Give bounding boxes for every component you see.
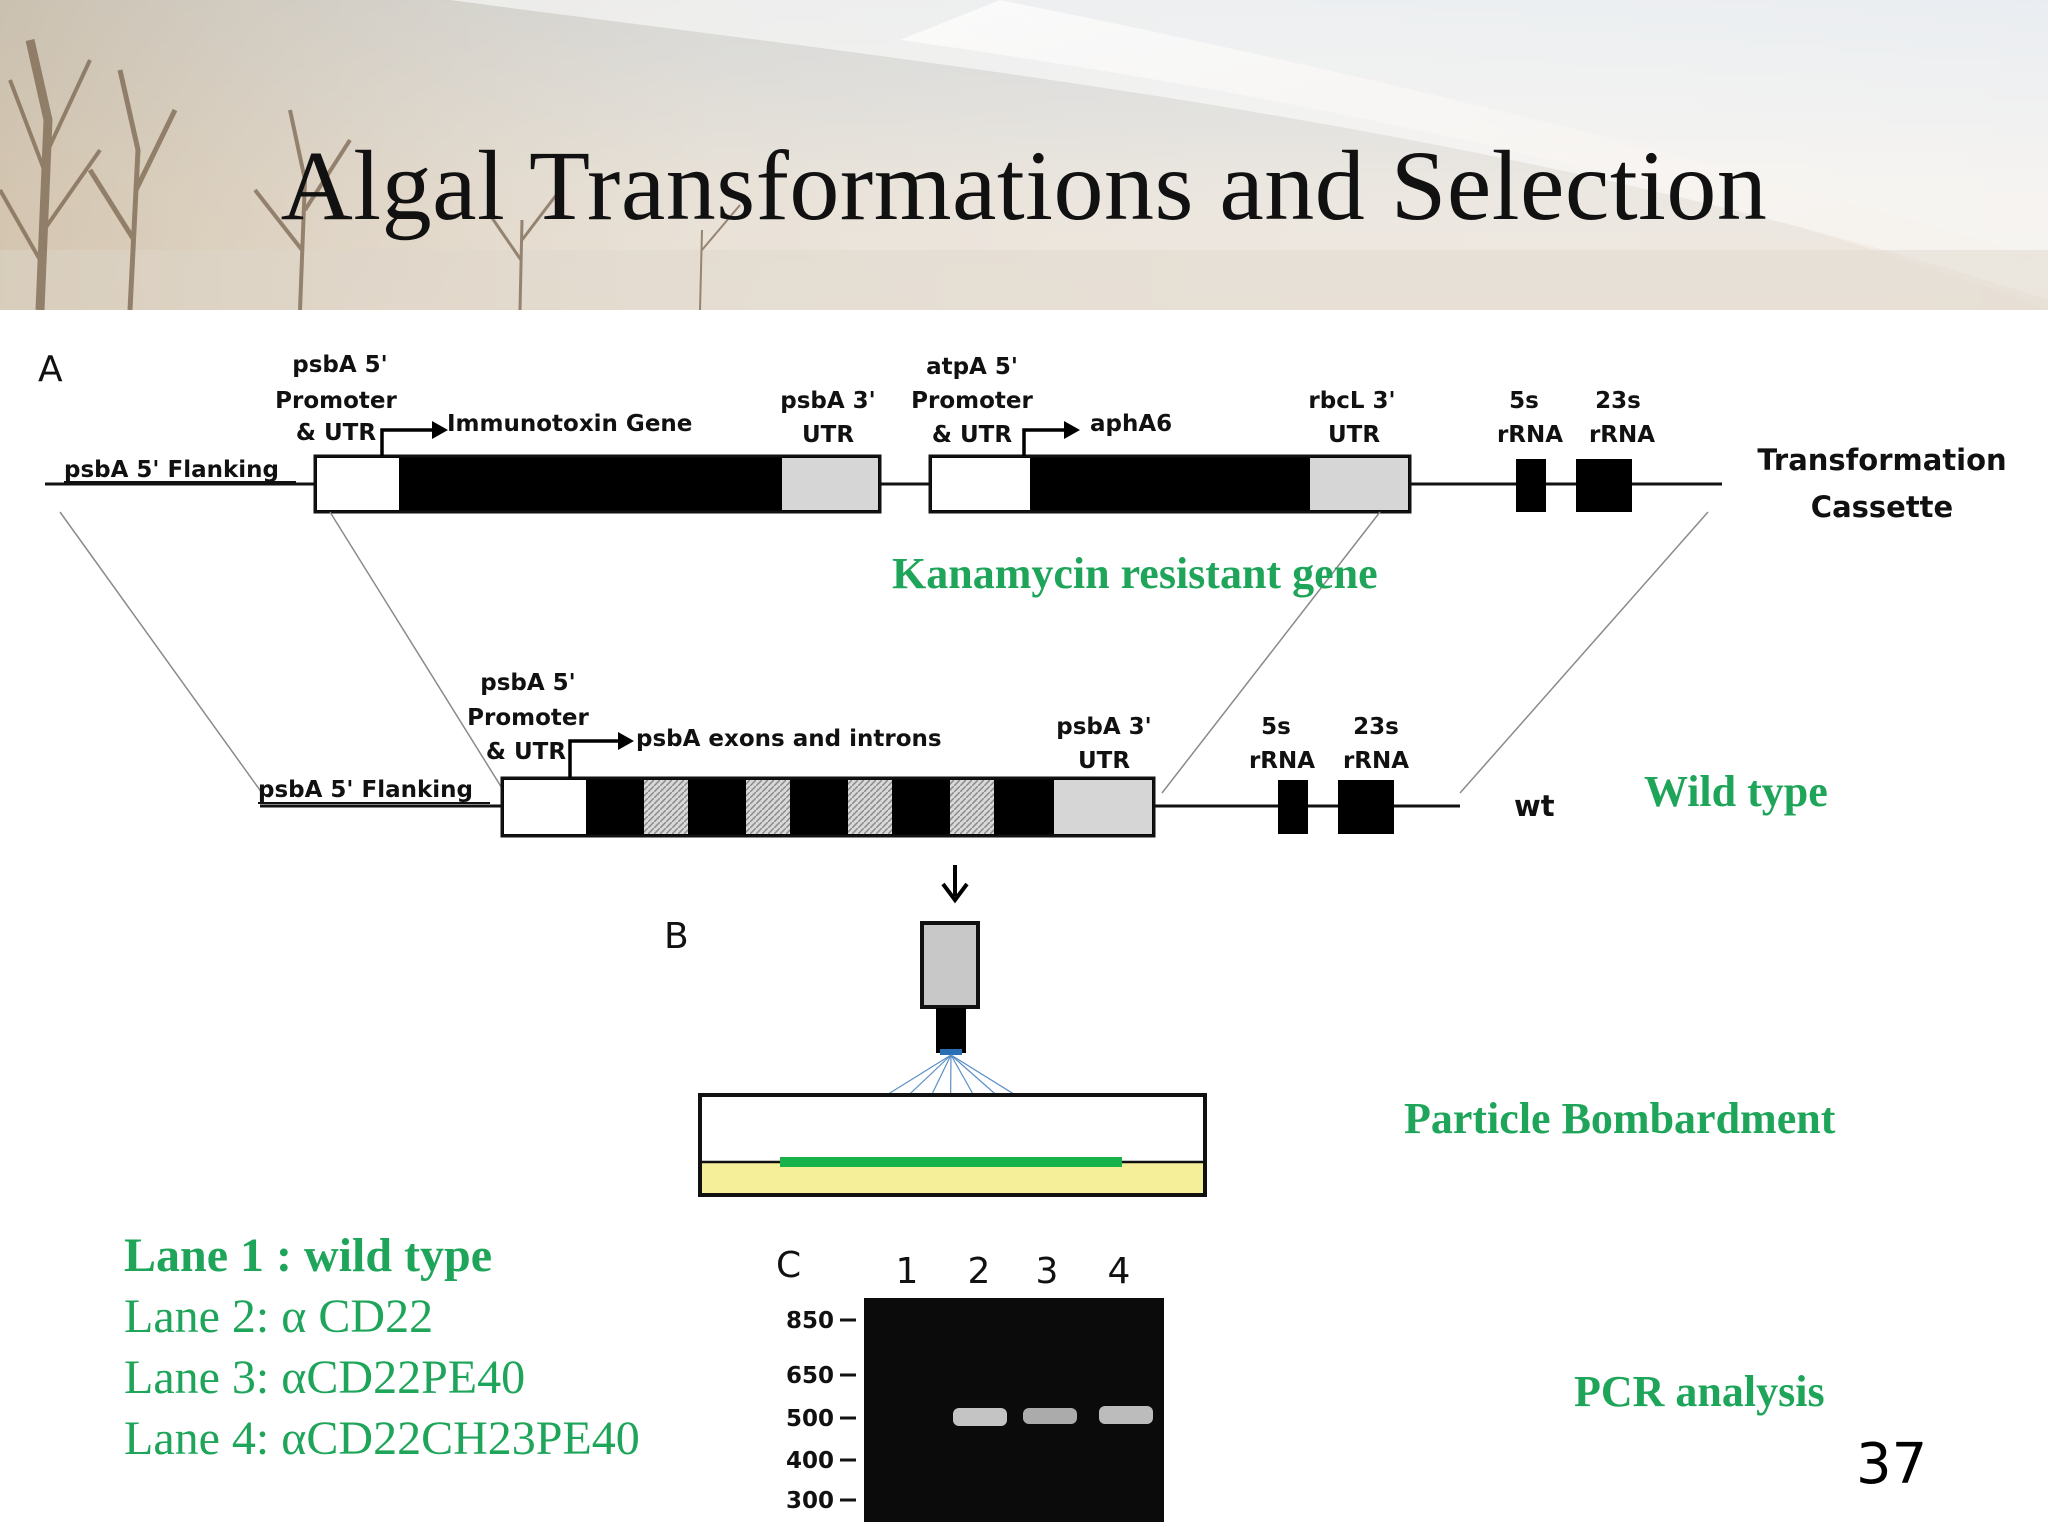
cassette-name-line-2: Cassette — [1811, 490, 1953, 524]
promoter1-label-3: & UTR — [296, 420, 376, 446]
wt-rrna-5s-block — [1278, 780, 1308, 834]
wild-type-note: Wild type — [1644, 767, 1828, 816]
wild-type-locus — [260, 732, 1460, 838]
panel-c-letter: C — [776, 1245, 801, 1286]
lane-number: 3 — [1036, 1251, 1059, 1292]
apha6-label: aphA6 — [1090, 411, 1172, 437]
wt-promoter-label-2: Promoter — [467, 705, 589, 731]
cassette-name-line-1: Transformation — [1757, 443, 2006, 477]
rrna23-label-2: rRNA — [1589, 422, 1655, 448]
promoter2-label-3: & UTR — [932, 422, 1012, 448]
exon-2 — [746, 780, 790, 834]
wt-gene-label: psbA exons and introns — [636, 726, 942, 752]
rrna5-label-2: rRNA — [1497, 422, 1563, 448]
cassette-labels: psbA 5' Flanking psbA 5' Promoter & UTR … — [64, 352, 2007, 524]
exon-1 — [644, 780, 688, 834]
utr1-label-2: UTR — [802, 422, 854, 448]
psba-3-utr-box — [782, 458, 878, 510]
psba-promoter-box — [317, 458, 399, 510]
petri-dish-icon — [698, 1093, 1207, 1197]
promoter1-label-1: psbA 5' — [292, 352, 387, 378]
gel-bands — [953, 1406, 1153, 1426]
wt-utr-box — [1054, 780, 1152, 834]
utr2-label-1: rbcL 3' — [1308, 388, 1395, 414]
header-banner: Algal Transformations and Selection — [0, 0, 2048, 310]
recombination-lines — [59, 511, 1709, 794]
wt-flanking-label: psbA 5' Flanking — [258, 777, 473, 803]
utr2-label-2: UTR — [1328, 422, 1380, 448]
cassette-flanking-label: psbA 5' Flanking — [64, 457, 279, 483]
wt-utr-label-1: psbA 3' — [1056, 714, 1151, 740]
algae-lawn — [780, 1157, 1122, 1167]
size-markers: 850 650 500 400 300 — [786, 1308, 856, 1514]
promoter-arrow-2 — [1064, 421, 1080, 439]
lane-legend: Lane 1 : wild type Lane 2: α CD22 Lane 3… — [124, 1225, 640, 1469]
wt-promoter-arrow — [618, 732, 634, 750]
size-marker: 650 — [786, 1363, 834, 1389]
header-background-image — [0, 0, 2048, 310]
immunotoxin-gene-label: Immunotoxin Gene — [447, 411, 692, 437]
particle-bombardment-note: Particle Bombardment — [1404, 1094, 1836, 1143]
rbcl-3-utr-box — [1310, 458, 1408, 510]
rrna5-label-1: 5s — [1509, 388, 1539, 414]
wt-promoter-label-3: & UTR — [486, 739, 566, 765]
gel-band-lane-4 — [1099, 1406, 1153, 1424]
wt-tag: wt — [1514, 789, 1555, 823]
page-number: 37 — [1856, 1432, 1928, 1497]
promoter2-label-1: atpA 5' — [926, 354, 1018, 380]
size-marker: 300 — [786, 1488, 834, 1514]
lane-number: 4 — [1108, 1251, 1131, 1292]
slide-title: Algal Transformations and Selection — [280, 130, 1768, 241]
gel-band-lane-2 — [953, 1408, 1007, 1426]
panel-b-letter: B — [664, 916, 689, 957]
wild-type-labels: psbA 5' Flanking psbA 5' Promoter & UTR … — [258, 670, 1555, 823]
rrna-23s-block — [1576, 459, 1632, 512]
lane-legend-item: Lane 3: αCD22PE40 — [124, 1351, 526, 1404]
exon-3 — [848, 780, 892, 834]
transformation-cassette — [45, 421, 1722, 514]
lane-number: 2 — [968, 1251, 991, 1292]
kanamycin-note: Kanamycin resistant gene — [892, 549, 1378, 598]
utr1-label-1: psbA 3' — [780, 388, 875, 414]
wt-rrna23-label-2: rRNA — [1343, 748, 1409, 774]
wt-rrna5-label-1: 5s — [1261, 714, 1291, 740]
size-marker: 850 — [786, 1308, 834, 1334]
wt-promoter-label-1: psbA 5' — [480, 670, 575, 696]
promoter1-label-2: Promoter — [275, 388, 397, 414]
size-marker: 400 — [786, 1448, 834, 1474]
rrna-5s-block — [1516, 459, 1546, 512]
wt-rrna23-label-1: 23s — [1353, 714, 1399, 740]
lane-number: 1 — [896, 1251, 919, 1292]
lane-legend-item: Lane 1 : wild type — [124, 1229, 493, 1282]
size-marker: 500 — [786, 1406, 834, 1432]
lane-legend-item: Lane 2: α CD22 — [124, 1290, 434, 1343]
atpa-promoter-box — [932, 458, 1030, 510]
particle-gun-icon — [920, 921, 980, 1055]
wt-utr-label-2: UTR — [1078, 748, 1130, 774]
wt-rrna5-label-2: rRNA — [1249, 748, 1315, 774]
wt-rrna-23s-block — [1338, 780, 1394, 834]
lane-numbers: 1 2 3 4 — [896, 1251, 1131, 1292]
gel-band-lane-3 — [1023, 1408, 1077, 1424]
wt-promoter-box — [504, 780, 586, 834]
pcr-analysis-note: PCR analysis — [1574, 1367, 1825, 1416]
panel-a-letter: A — [38, 349, 63, 390]
lane-legend-item: Lane 4: αCD22CH23PE40 — [124, 1412, 640, 1465]
promoter-arrow-1 — [432, 421, 448, 439]
exon-4 — [950, 780, 994, 834]
down-arrow-icon — [941, 865, 969, 904]
rrna23-label-1: 23s — [1595, 388, 1641, 414]
psba-gene-block — [500, 776, 1156, 838]
promoter2-label-2: Promoter — [911, 388, 1033, 414]
